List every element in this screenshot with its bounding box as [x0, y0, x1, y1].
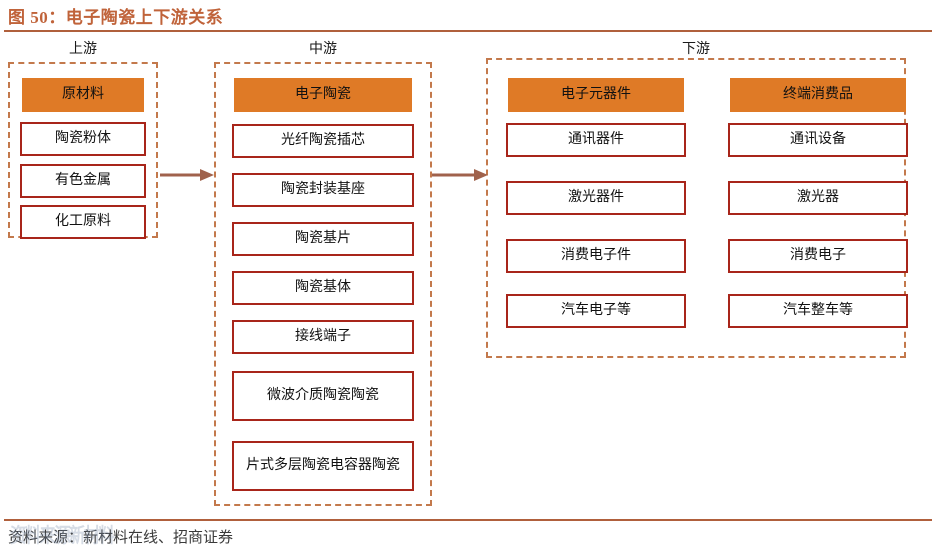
node-downstream-col2-header: 终端消费品: [730, 78, 906, 112]
node-downstream-col2-item-3: 消费电子: [728, 239, 908, 273]
node-downstream-col1-item-2: 激光器件: [506, 181, 686, 215]
node-midstream-item-3: 陶瓷基片: [232, 222, 414, 256]
node-midstream-item-4: 陶瓷基体: [232, 271, 414, 305]
page-title: 图 50：电子陶瓷上下游关系: [8, 8, 224, 27]
node-midstream-item-6: 微波介质陶瓷陶瓷: [232, 371, 414, 421]
source-note: 资料来源：新材料在线、招商证券: [8, 530, 234, 546]
node-downstream-col1-item-4: 汽车电子等: [506, 294, 686, 328]
footer-divider: [4, 519, 932, 521]
node-downstream-col1-item-3: 消费电子件: [506, 239, 686, 273]
section-caption-upstream: 上游: [69, 42, 97, 57]
node-upstream-item-1: 陶瓷粉体: [20, 122, 146, 156]
section-caption-midstream: 中游: [309, 42, 337, 57]
node-upstream-item-3: 化工原料: [20, 205, 146, 239]
node-midstream-item-2: 陶瓷封装基座: [232, 173, 414, 207]
section-caption-downstream: 下游: [682, 42, 710, 57]
node-midstream-header: 电子陶瓷: [234, 78, 412, 112]
node-upstream-item-2: 有色金属: [20, 164, 146, 198]
node-midstream-item-7: 片式多层陶瓷电容器陶瓷: [232, 441, 414, 491]
node-downstream-col1-header: 电子元器件: [508, 78, 684, 112]
arrow-right-icon-upstream-to-midstream: [160, 169, 214, 181]
node-midstream-item-5: 接线端子: [232, 320, 414, 354]
arrow-right-icon-midstream-to-downstream: [432, 169, 488, 181]
node-upstream-header: 原材料: [22, 78, 144, 112]
node-downstream-col1-item-1: 通讯器件: [506, 123, 686, 157]
figure-title-bar: 图 50：电子陶瓷上下游关系: [0, 0, 936, 32]
node-downstream-col2-item-4: 汽车整车等: [728, 294, 908, 328]
node-midstream-item-1: 光纤陶瓷插芯: [232, 124, 414, 158]
node-downstream-col2-item-2: 激光器: [728, 181, 908, 215]
title-divider-top: [4, 30, 932, 32]
node-downstream-col2-item-1: 通讯设备: [728, 123, 908, 157]
